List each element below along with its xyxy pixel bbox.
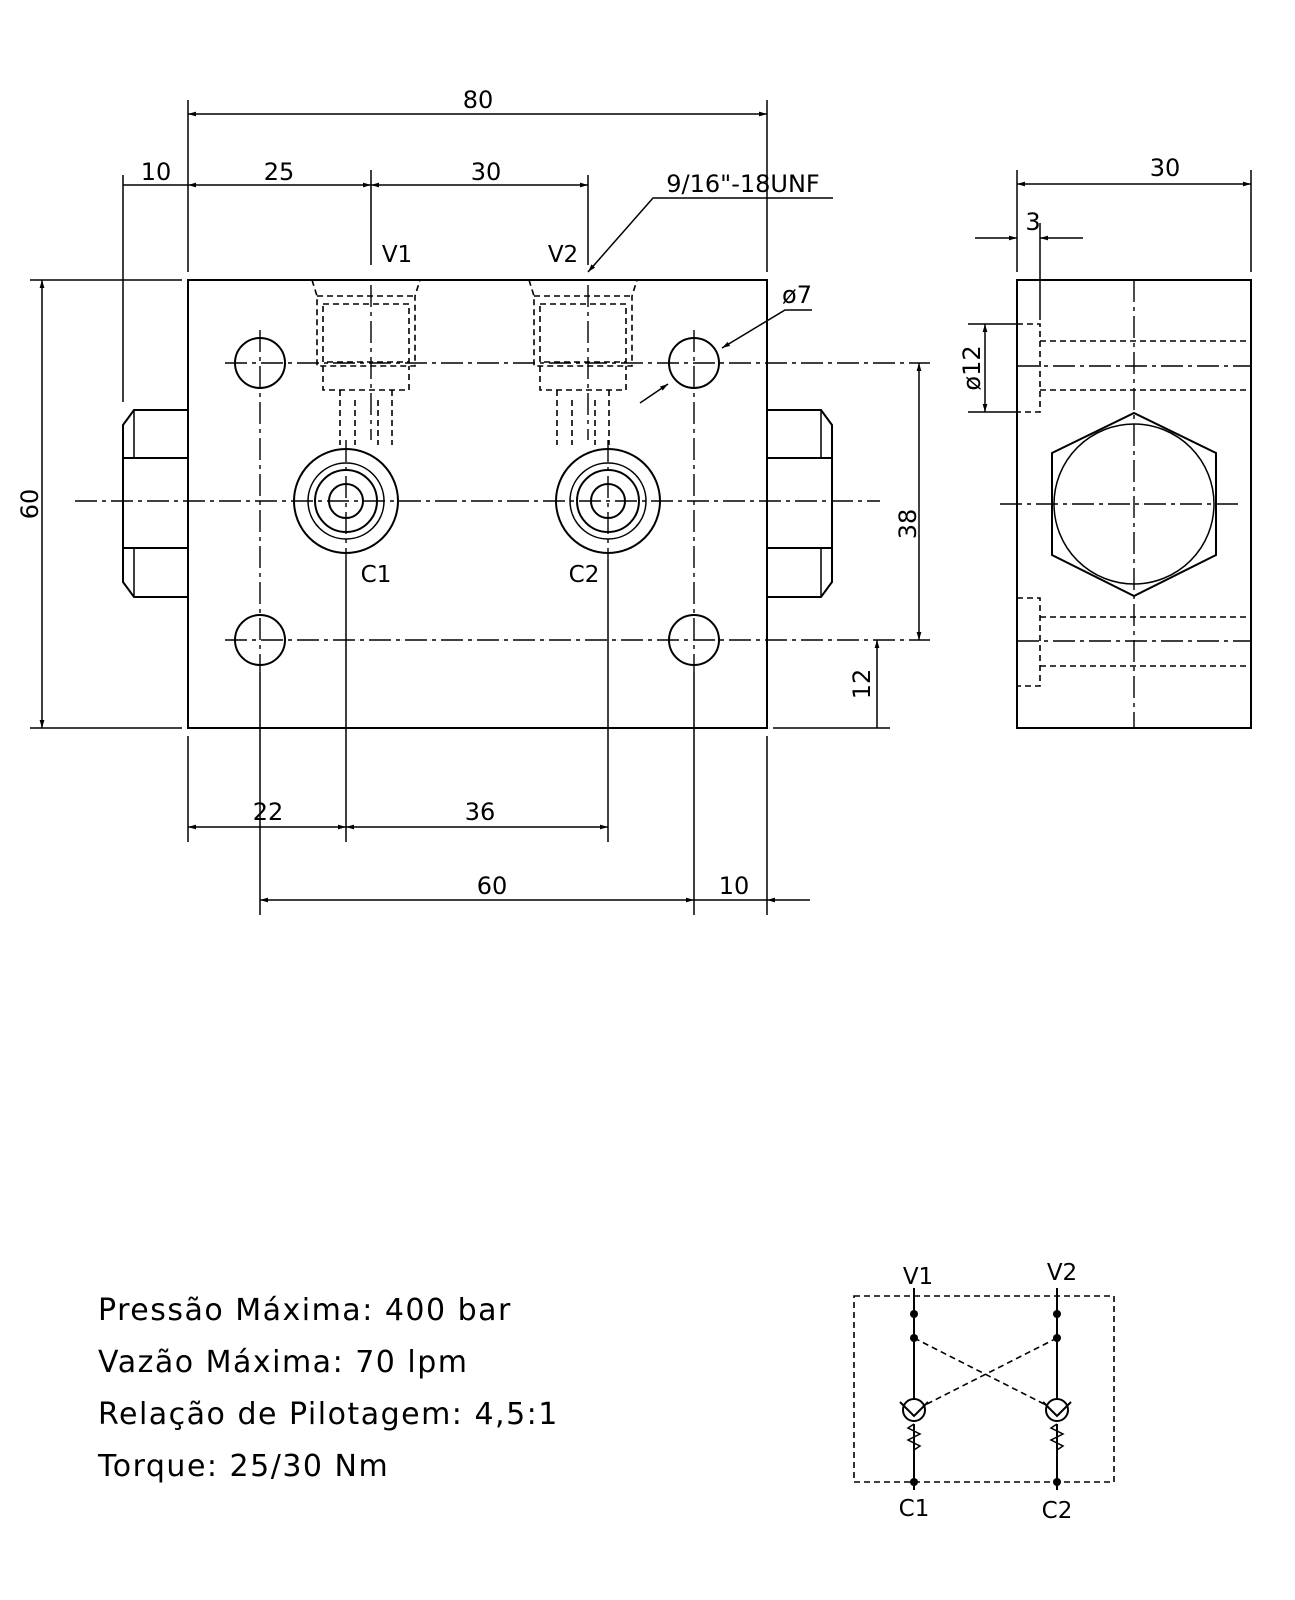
spec-torque: Torque: 25/30 Nm (98, 1449, 390, 1484)
dim-38: 38 (894, 509, 922, 540)
extension-lines (30, 100, 890, 915)
dim-60-vertical: 60 (16, 489, 44, 520)
dim-side-dia: ø12 (958, 345, 986, 390)
thread-spec: 9/16"-18UNF (666, 170, 819, 198)
schematic-envelope (853, 1295, 1115, 1483)
dim-80: 80 (463, 86, 494, 114)
specifications: Pressão Máxima: 400 bar Vazão Máxima: 70… (98, 1285, 559, 1493)
side-bottom-bore (1017, 597, 1251, 687)
hydraulic-schematic: V1 V2 C1 C2 (853, 1260, 1115, 1524)
label-c1: C1 (361, 562, 392, 588)
label-v2: V2 (548, 242, 578, 268)
spec-max-pressure: Pressão Máxima: 400 bar (98, 1293, 512, 1328)
schematic-label-c2: C2 (1042, 1498, 1073, 1524)
dim-25: 25 (264, 158, 295, 186)
schematic-label-v1: V1 (903, 1264, 933, 1290)
dim-10-left: 10 (141, 158, 172, 186)
right-fitting (767, 409, 833, 598)
port-v2-hidden (528, 279, 638, 445)
port-v1-hidden (311, 279, 421, 445)
spec-max-flow: Vazão Máxima: 70 lpm (98, 1345, 469, 1380)
block-outline (187, 279, 768, 729)
dim-side-30: 30 (1150, 154, 1181, 182)
dimension-lines (39, 111, 922, 903)
schematic-label-v2: V2 (1047, 1260, 1077, 1286)
dim-22: 22 (253, 798, 284, 826)
dim-12: 12 (848, 669, 876, 700)
label-c2: C2 (569, 562, 600, 588)
side-view: 30 3 ø12 (958, 154, 1252, 729)
dim-30-top: 30 (471, 158, 502, 186)
check-valve-2 (1042, 1398, 1072, 1451)
schematic-label-c1: C1 (899, 1496, 930, 1522)
check-valve-1 (899, 1398, 929, 1451)
left-fitting (122, 409, 188, 598)
dim-side-3: 3 (1025, 208, 1040, 236)
label-v1: V1 (382, 242, 412, 268)
side-top-bore (1017, 323, 1251, 413)
dim-10-right: 10 (719, 872, 750, 900)
center-lines (75, 285, 930, 672)
dim-60-horizontal: 60 (477, 872, 508, 900)
dim-hole-dia: ø7 (782, 281, 812, 309)
dim-36: 36 (465, 798, 496, 826)
dimension-texts: 80 10 25 30 9/16"-18UNF V1 V2 ø7 60 38 1… (16, 86, 922, 900)
front-view: 80 10 25 30 9/16"-18UNF V1 V2 ø7 60 38 1… (16, 86, 930, 915)
spec-pilot-ratio: Relação de Pilotagem: 4,5:1 (98, 1397, 559, 1432)
